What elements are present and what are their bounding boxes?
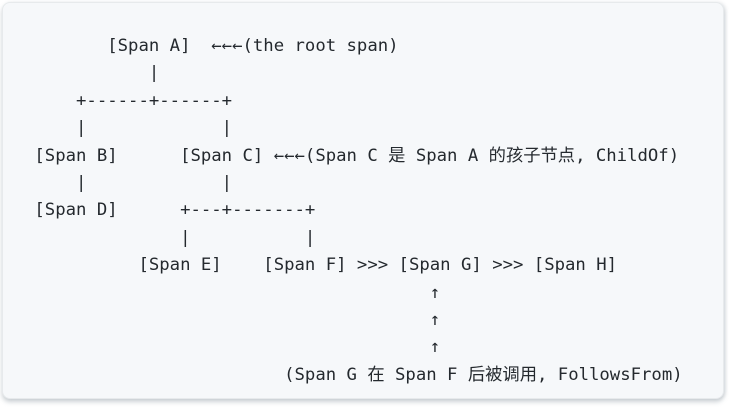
code-block-panel: [Span A] ←←←(the root span) | +------+--… — [2, 2, 724, 399]
ascii-span-tree-diagram: [Span A] ←←←(the root span) | +------+--… — [34, 36, 683, 385]
